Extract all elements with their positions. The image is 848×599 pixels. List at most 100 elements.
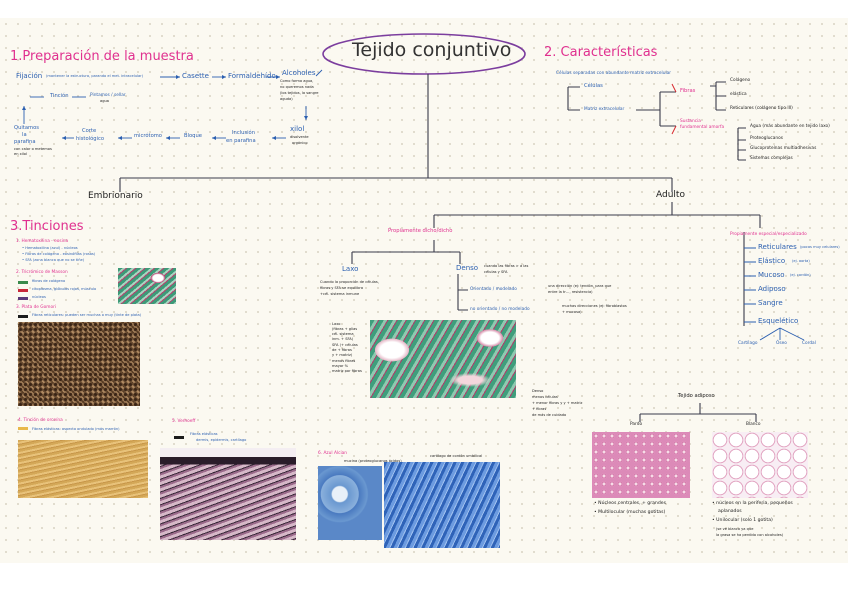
verhoeff-title: 5. Verhoeff bbox=[172, 419, 196, 424]
branch-embrionario-label: Embrionario bbox=[88, 191, 143, 201]
img-left-2: (fibras + glias bbox=[332, 327, 358, 331]
caract-fibra-1: Colágeno bbox=[730, 78, 751, 83]
alcian-line-2: cartílago de cordón umbilical bbox=[430, 454, 483, 458]
adiposo-pardo-note-2: • Multilocular (muchas gotitas) bbox=[594, 510, 666, 515]
prep-heading: 1.Preparación de la muestra bbox=[10, 49, 194, 64]
img-left-8: menos fibras bbox=[332, 359, 356, 363]
propio-no-orientado-note-1: muchas direcciones (ej: fibroblastos bbox=[562, 304, 627, 308]
verhoeff-line-1: Fibras elásticas bbox=[190, 432, 218, 436]
gomori-swatch bbox=[18, 315, 28, 318]
prep-micrototomo: micrótomo bbox=[134, 133, 162, 139]
prep-tincion: Tinción bbox=[50, 93, 69, 99]
caract-fibra-3: Reticulares (colágeno tipo III) bbox=[730, 106, 793, 111]
prep-quitamos-1: Quitamos bbox=[14, 125, 39, 131]
arrow-esp bbox=[744, 247, 756, 323]
caract-sfa-3: Glucoproteínas multiadhesivas bbox=[750, 146, 817, 151]
prep-bloque: Bloque bbox=[184, 133, 202, 139]
prep-alcoholes-note-4: aguda) bbox=[280, 97, 293, 101]
propio-denso-note-1: cuando las fibras > a las bbox=[484, 264, 529, 268]
img-left-6: de + fibras bbox=[332, 348, 352, 352]
laxo-denso-histology-image bbox=[370, 320, 516, 398]
adiposo-blanco-note-5: la grasa se ha perdido con alcoholes) bbox=[716, 533, 784, 537]
tinciones-heading: 3.Tinciones bbox=[10, 219, 84, 234]
especial-sub-1: Cartílago bbox=[738, 341, 758, 346]
adiposo-pardo-note-1: • Núcleos centrales, + grandes bbox=[594, 501, 666, 506]
adiposo-pardo-image bbox=[592, 432, 690, 498]
verhoeff-line-2: dermis, epidermis, cartílago bbox=[196, 438, 247, 442]
especial-item-5: Sangre bbox=[758, 299, 783, 307]
gomori-line-1: Fibras reticulares: pueden ser muchas o … bbox=[32, 313, 142, 317]
masson-line-2: citoplasma, glóbulos rojos, músculo bbox=[32, 287, 97, 291]
masson-title: 2. Tricrómico de Masson bbox=[16, 270, 68, 275]
he-title: 1. Hematoxilina - eosina bbox=[16, 239, 69, 244]
orceina-line-1: Fibras elásticas: aspecto ondulado (más … bbox=[32, 427, 120, 431]
caract-sustancia-2: fundamental amorfa bbox=[680, 125, 725, 130]
img-left-1: Laxo bbox=[332, 322, 341, 326]
verhoeff-swatch bbox=[174, 436, 184, 439]
arrow-esq bbox=[759, 327, 805, 341]
propio-laxo: Laxo bbox=[342, 265, 359, 273]
prep-quitamos-3: parafina bbox=[14, 139, 36, 145]
img-left-7: y + matriz) bbox=[332, 353, 353, 357]
propio-orientado: Orientado / modelado bbox=[470, 287, 517, 292]
propio-no-orientado-note-2: + mucosa) bbox=[562, 310, 582, 314]
caract-sfa-1: Agua (más abundante en tejido laxo) bbox=[750, 124, 830, 129]
propio-laxo-note-2: fibras y SFA se equilibra bbox=[320, 286, 364, 290]
page-title: Tejido conjuntivo bbox=[352, 39, 512, 61]
caract-bullet: Células separadas con abundante matriz e… bbox=[556, 71, 672, 76]
img-left-4: inm. + SFA) bbox=[332, 337, 354, 341]
verhoeff-image bbox=[160, 448, 296, 540]
adiposo-heading: Tejido adiposo bbox=[678, 393, 715, 399]
especial-note-2: (ej. aorta) bbox=[792, 259, 810, 263]
especial-sub-2: Óseo bbox=[776, 341, 787, 346]
gomori-title: 3. Plata de Gomori bbox=[16, 305, 57, 310]
prep-xilol: xilol bbox=[290, 125, 305, 133]
prep-fijacion-note: (mantener la estructura, parando el met.… bbox=[46, 74, 144, 78]
arrow-alc-up bbox=[315, 69, 323, 77]
sustancia-arrow bbox=[671, 125, 677, 135]
adiposo-blanco: Blanco bbox=[746, 422, 761, 427]
gomori-image bbox=[18, 322, 140, 406]
img-right-2: menos células bbox=[532, 395, 558, 399]
especial-sub-3: Cordal bbox=[802, 341, 816, 346]
alcian-image-large bbox=[384, 462, 500, 548]
caract-heading: 2. Características bbox=[544, 45, 658, 60]
especial-item-6: Esquelético bbox=[758, 317, 799, 325]
especial-heading: Propiamente especial/especializado bbox=[730, 232, 807, 237]
fibras-arrow bbox=[671, 83, 677, 93]
prep-corte-2: histológico bbox=[76, 136, 105, 142]
prep-pinta-note: agua bbox=[100, 99, 109, 103]
img-right-3: + menor fibras y y + matriz bbox=[532, 401, 583, 405]
adiposo-blanco-image bbox=[712, 432, 808, 498]
adiposo-pardo: Pardo bbox=[630, 422, 643, 427]
caract-matriz: Matriz extracelular bbox=[584, 107, 625, 112]
denso-split bbox=[457, 274, 468, 311]
branch-adulto-label: Adulto bbox=[656, 190, 685, 200]
prep-inclusion-2: en parafina bbox=[226, 138, 256, 144]
prep-alcoholes-note-2: no queremos nada bbox=[280, 85, 314, 89]
caract-fibras: Fibras bbox=[680, 88, 696, 94]
adiposo-blanco-note-1: • núcleos en la periferia, pequeños bbox=[712, 501, 793, 506]
caract-tree bbox=[567, 86, 580, 111]
adiposo-blanco-note-3: • Unilocular (solo 1 gotita) bbox=[712, 518, 773, 523]
he-line-2: • Fibras de colágeno - eosinófilas (rosa… bbox=[22, 252, 96, 256]
propio-denso: Denso bbox=[456, 264, 479, 272]
matriz-split bbox=[636, 91, 676, 127]
propio-heading: Propiamente dicho/dicho bbox=[388, 228, 453, 234]
he-line-1: • Hematoxilina (azul) - núcleos bbox=[22, 246, 78, 250]
sfa-split bbox=[737, 127, 746, 161]
prep-quitamos-note-1: con calor o metemos bbox=[14, 147, 52, 151]
caract-sustancia-1: Sustancia bbox=[680, 119, 701, 124]
propio-orientado-note-2: entre la tr…, resistencia) bbox=[548, 290, 593, 294]
caract-sfa-4: Sistemas complejas bbox=[750, 156, 793, 161]
prep-xilol-note-1: disolvente bbox=[290, 135, 309, 139]
masson-swatch-red bbox=[18, 289, 28, 292]
masson-line-3: núcleos bbox=[32, 295, 46, 299]
img-left-9: mayor % bbox=[332, 364, 349, 368]
prep-quitamos-2: la bbox=[22, 132, 27, 138]
prep-alcoholes-note-3: (los tejidos, la sangre bbox=[280, 91, 319, 95]
prep-corte-1: Corte bbox=[82, 128, 97, 134]
propio-laxo-note-3: +cél. sistema inmune bbox=[320, 292, 360, 296]
